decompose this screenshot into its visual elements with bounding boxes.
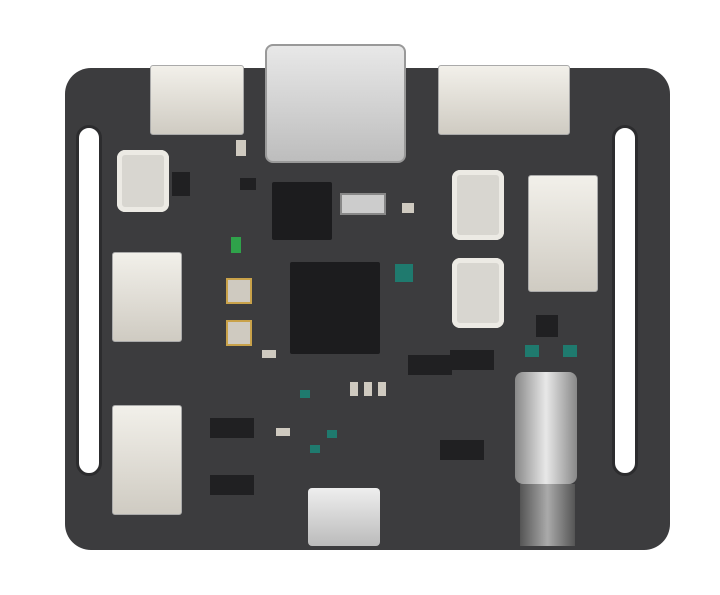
- transistor: [450, 350, 494, 370]
- button-top-left[interactable]: [117, 150, 169, 212]
- vibration-motor: [515, 372, 577, 484]
- microphone-module: [308, 488, 380, 546]
- capacitor: [310, 445, 320, 453]
- transistor: [408, 355, 452, 375]
- regulator: [536, 315, 558, 337]
- motor-shaft: [520, 484, 575, 546]
- transistor: [440, 440, 484, 460]
- resistor: [402, 203, 414, 213]
- mounting-slot-left: [76, 125, 102, 476]
- transistor: [210, 418, 254, 438]
- mounting-slot-right: [612, 125, 638, 476]
- button-right-2[interactable]: [452, 258, 504, 328]
- capacitor: [563, 345, 577, 357]
- resistor: [350, 382, 358, 396]
- connector-top-right: [438, 65, 570, 135]
- led-green: [231, 237, 241, 253]
- chip-mcu: [290, 262, 380, 354]
- resistor: [240, 178, 256, 190]
- capacitor: [525, 345, 539, 357]
- capacitor: [327, 430, 337, 438]
- sensor: [226, 320, 252, 346]
- capacitor: [300, 390, 310, 398]
- usb-c-port: [265, 44, 406, 163]
- connector-left-1: [112, 252, 182, 342]
- crystal: [340, 193, 386, 215]
- connector-top-left: [150, 65, 244, 135]
- sensor: [226, 278, 252, 304]
- chip-flash: [272, 182, 332, 240]
- resistor: [262, 350, 276, 358]
- connector-right: [528, 175, 598, 292]
- resistor: [378, 382, 386, 396]
- resistor: [236, 140, 246, 156]
- transistor: [210, 475, 254, 495]
- button-right-1[interactable]: [452, 170, 504, 240]
- resistor: [276, 428, 290, 436]
- resistor: [364, 382, 372, 396]
- connector-left-2: [112, 405, 182, 515]
- diode: [172, 172, 190, 196]
- capacitor: [395, 264, 413, 282]
